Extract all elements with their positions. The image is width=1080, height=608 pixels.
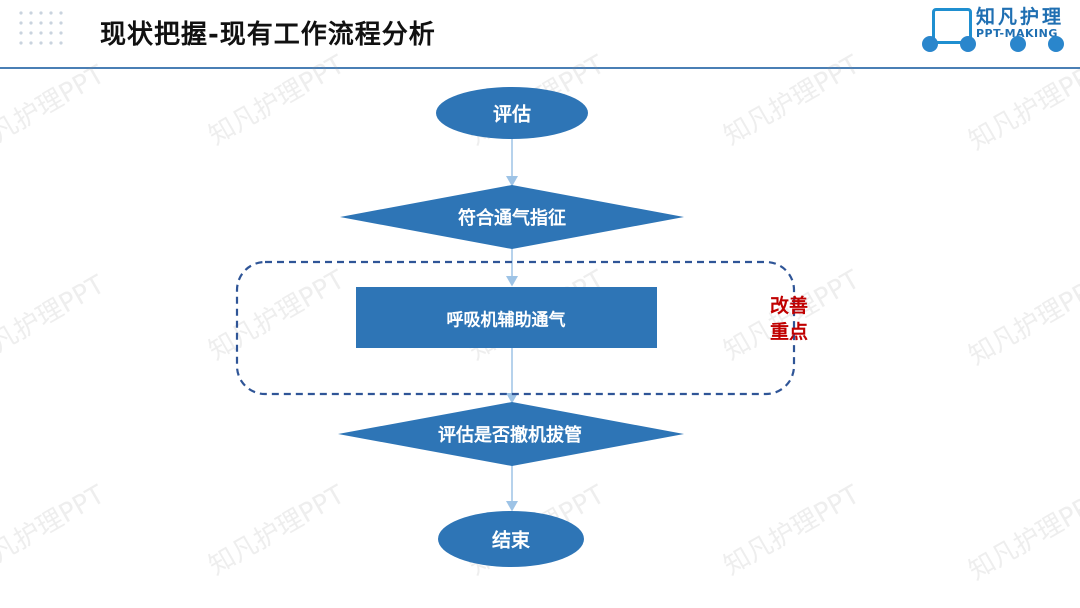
start-oval <box>436 87 588 139</box>
start-label: 评估 <box>492 103 532 126</box>
decision-ventilation-criteria <box>340 185 684 249</box>
improvement-focus-note: 改善重点 <box>770 295 809 343</box>
logo-dot-icon <box>1048 36 1064 52</box>
decision-weaning <box>338 402 684 466</box>
improvement-highlight-box <box>235 260 796 396</box>
decision2-label: 评估是否撤机拔管 <box>438 425 582 446</box>
title-underline <box>0 67 1080 69</box>
logo-dot-icon <box>922 36 938 52</box>
decision1-label: 符合通气指征 <box>458 208 566 229</box>
process-ventilator <box>356 287 657 348</box>
process-label: 呼吸机辅助通气 <box>446 310 566 331</box>
brand-logo: 知凡护理 PPT-MAKING <box>918 0 1080 58</box>
decorative-dots <box>19 11 63 45</box>
logo-dot-icon <box>1010 36 1026 52</box>
end-label: 结束 <box>491 529 531 552</box>
logo-subtitle: PPT-MAKING <box>976 27 1058 40</box>
logo-dot-icon <box>960 36 976 52</box>
logo-frame-icon <box>932 8 972 44</box>
logo-name: 知凡护理 <box>976 6 1065 28</box>
end-oval <box>438 511 584 567</box>
page-title: 现状把握-现有工作流程分析 <box>100 20 436 50</box>
